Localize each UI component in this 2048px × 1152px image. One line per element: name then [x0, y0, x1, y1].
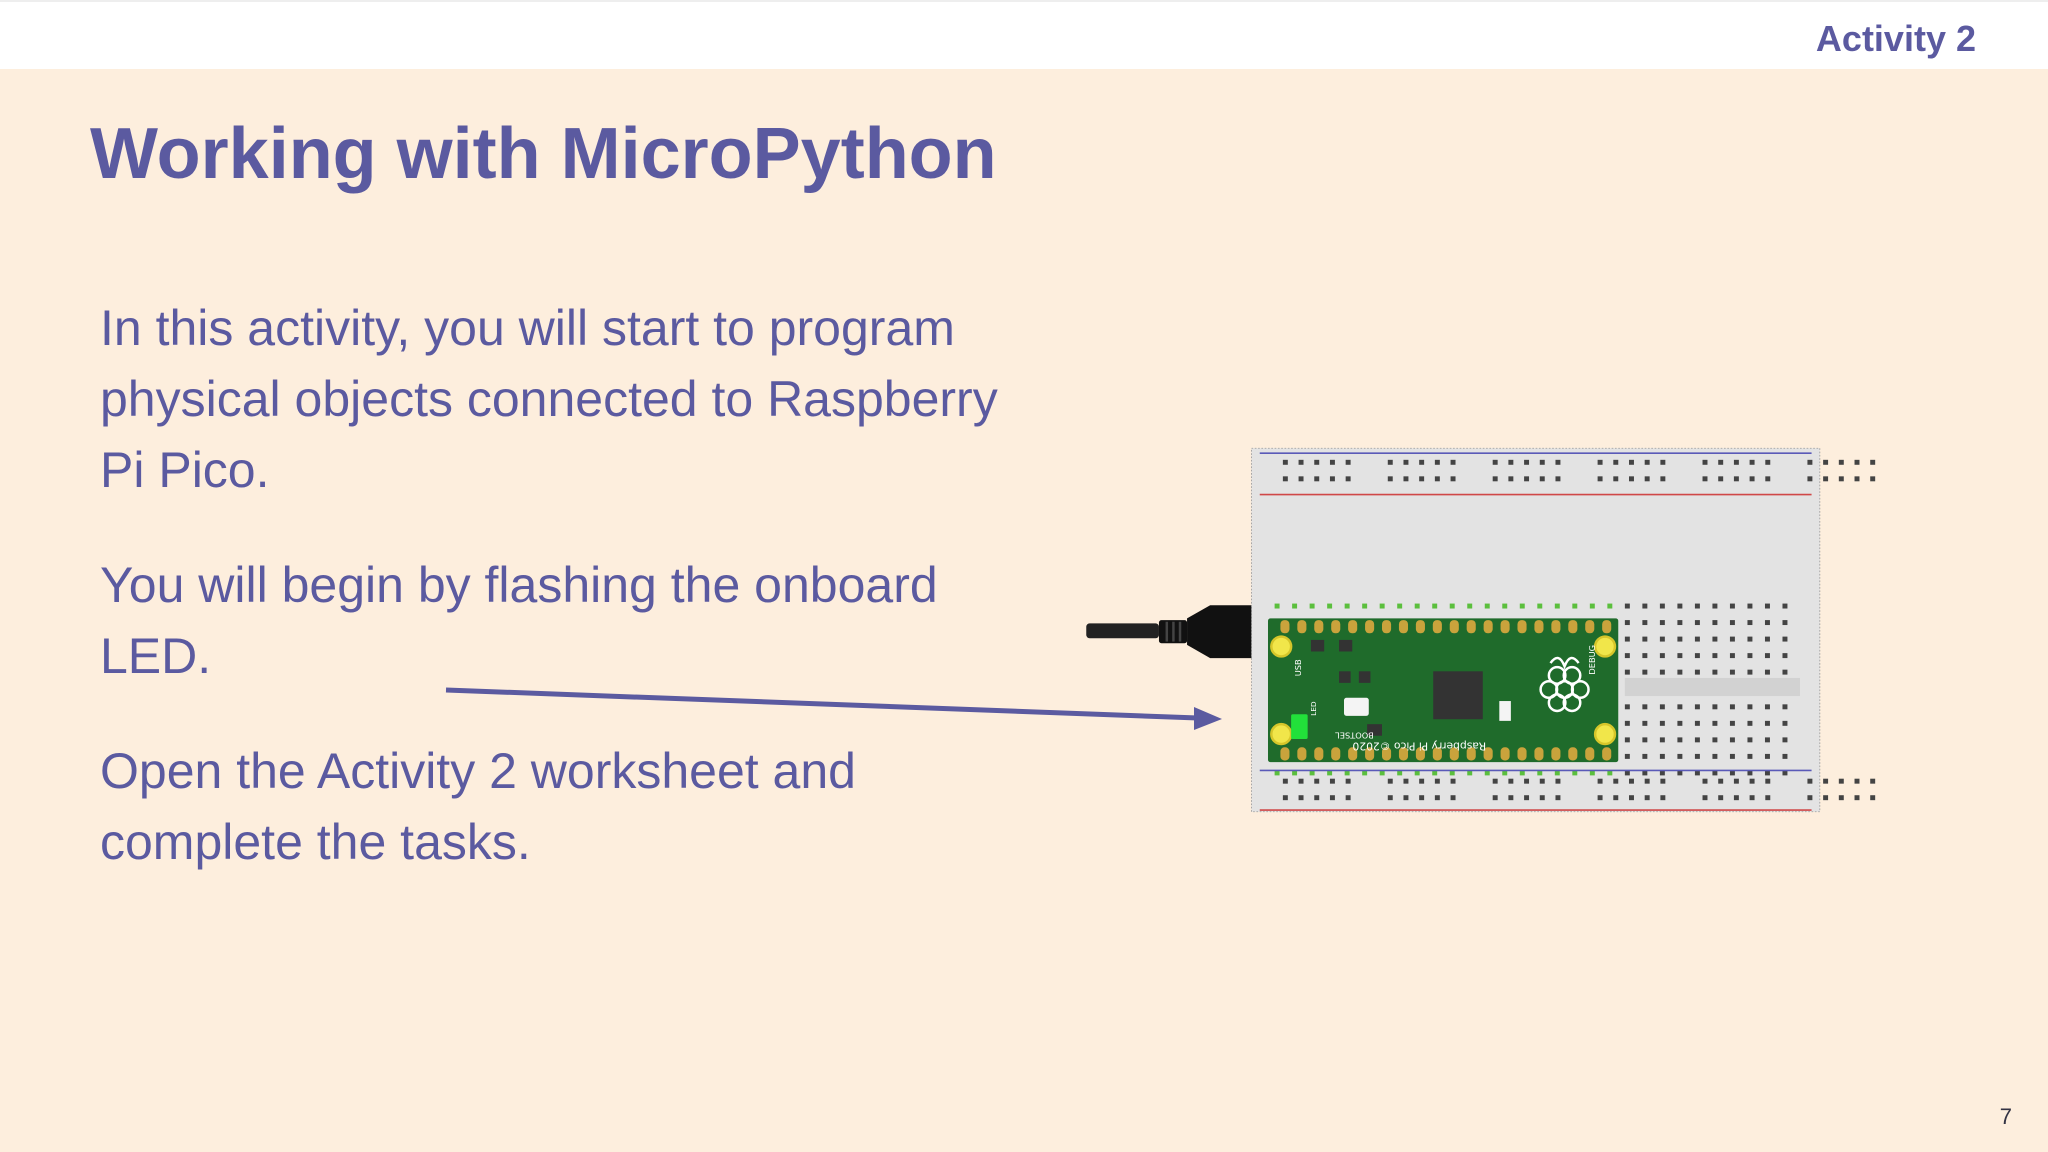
usb-text: USB: [1293, 659, 1303, 676]
paragraph-worksheet: Open the Activity 2 worksheet and comple…: [100, 743, 856, 870]
paragraph-intro: In this activity, you will start to prog…: [100, 300, 998, 498]
slide-title: Working with MicroPython: [90, 114, 997, 194]
activity-label: Activity 2: [1815, 18, 1976, 59]
paragraph-led: You will begin by flashing the onboard L…: [100, 557, 938, 684]
pico-breadboard-illustration: Raspberry Pi Pico ©2020 BOOTSEL DEBUG US…: [1086, 447, 1876, 813]
pico-pin-pads: [1280, 620, 1612, 761]
debug-text: DEBUG: [1587, 645, 1597, 675]
raspberry-logo-icon: [1539, 656, 1590, 713]
header-bar: Activity 2: [0, 0, 2048, 69]
bootsel-text: BOOTSEL: [1335, 730, 1374, 740]
board-name-text: Raspberry Pi Pico ©2020: [1352, 739, 1486, 752]
led-text: LED: [1309, 701, 1318, 716]
page-number: 7: [1999, 1104, 2012, 1129]
pico-board: Raspberry Pi Pico ©2020 BOOTSEL DEBUG US…: [1268, 618, 1619, 763]
usb-cable-icon: [1086, 605, 1275, 659]
onboard-led-icon: [1291, 714, 1308, 740]
breadboard-rails: [1259, 452, 1812, 811]
